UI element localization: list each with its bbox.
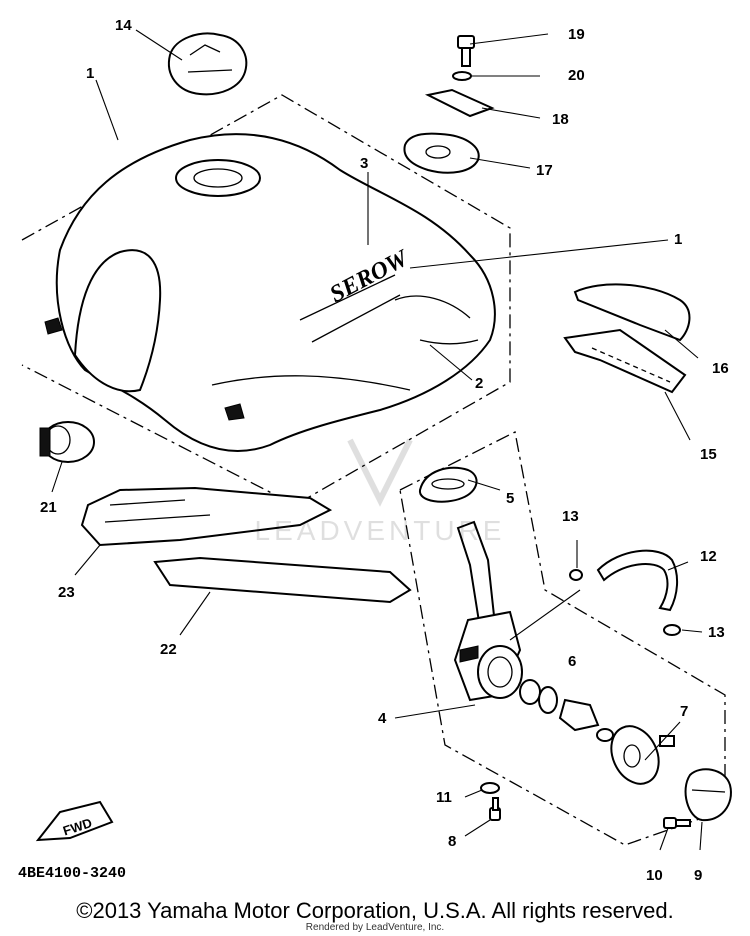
watermark-text: LEADVENTURE [255,515,506,546]
tank-assembly-outline [21,94,511,506]
panel-16 [573,283,691,342]
callout-2: 2 [475,375,483,392]
callout-9: 9 [694,867,702,884]
knob-9 [684,768,732,822]
washer-20 [452,71,472,81]
parts-diagram: SEROW [18,17,732,884]
fuel-cock-4 [453,520,523,702]
callout-18: 18 [552,111,569,128]
washer-11 [480,782,500,794]
petcock-assembly-outline [399,431,726,846]
hose-12 [596,549,678,612]
rendered-by-notice: Rendered by LeadVenture, Inc. [305,922,445,933]
plate-17 [403,132,480,174]
clip-13-lower [663,624,681,636]
callout-14: 14 [115,17,132,34]
diagram-code: 4BE4100-3240 [18,865,126,882]
pad-23 [80,486,333,547]
fwd-arrow: FWD [35,800,114,842]
callout-1-top: 1 [86,65,94,82]
plate-18 [424,88,495,118]
bolt-19 [457,35,475,67]
callout-1-right: 1 [674,231,682,248]
panel-15 [563,328,687,394]
fuel-tank: SEROW [44,133,496,452]
clip-13-upper [569,569,583,581]
fuel-cap [167,32,248,96]
gasket-5 [419,466,478,503]
callout-7: 7 [680,703,688,720]
o-ring-6 [519,679,614,742]
grommet-21 [39,421,95,463]
callout-16: 16 [712,360,729,377]
callout-11: 11 [436,789,452,806]
callout-13-lower: 13 [708,624,725,641]
leader-lines [51,29,703,851]
callout-15: 15 [700,446,717,463]
pad-22 [153,556,412,604]
screw-10 [663,817,691,829]
callout-17: 17 [536,162,553,179]
lever-plate-7 [610,725,675,785]
watermark: LEADVENTURE [255,438,506,546]
callout-6: 6 [568,653,576,670]
callout-10: 10 [646,867,663,884]
callout-5: 5 [506,490,514,507]
callout-20: 20 [568,67,585,84]
callout-13-upper: 13 [562,508,579,525]
callout-22: 22 [160,641,177,658]
bolt-8 [489,797,501,821]
callout-23: 23 [58,584,75,601]
copyright-notice: ©2013 Yamaha Motor Corporation, U.S.A. A… [76,898,674,923]
callout-4: 4 [378,710,387,727]
callout-19: 19 [568,26,585,43]
callout-21: 21 [40,499,57,516]
callout-12: 12 [700,548,717,565]
callout-3: 3 [360,155,368,172]
callout-8: 8 [448,833,456,850]
